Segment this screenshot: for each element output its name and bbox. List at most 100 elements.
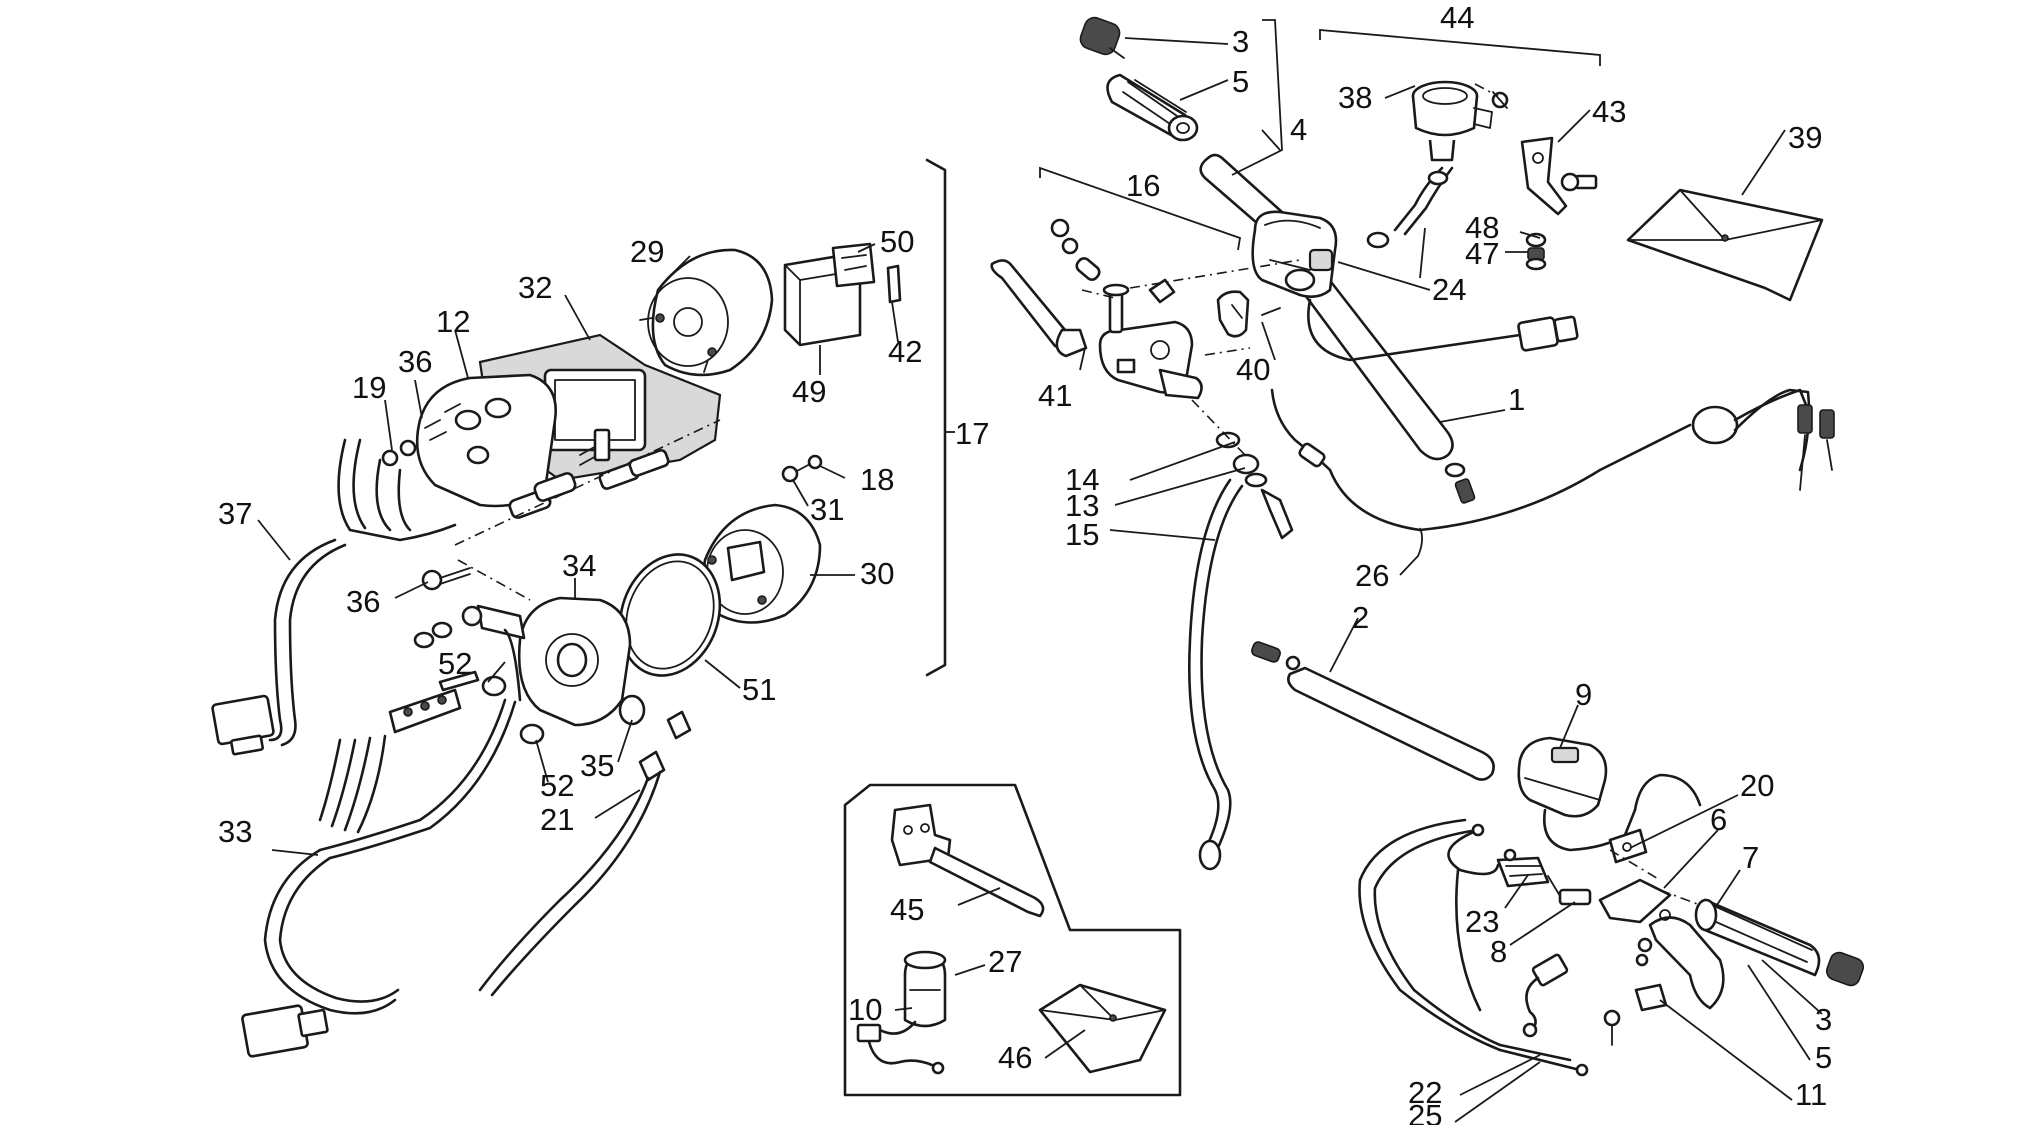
clutch-switch-connector (1522, 953, 1569, 1038)
callout-8: 8 (1490, 934, 1507, 969)
wiring-harness-33 (241, 628, 522, 1058)
right-switch-housing (1251, 210, 1338, 298)
callout-45: 45 (890, 892, 924, 927)
right-handlebar-assembly (990, 16, 1835, 871)
callout-15: 15 (1065, 517, 1099, 552)
callout-36-top: 36 (398, 344, 432, 379)
clutch-lever (1598, 878, 1725, 1010)
left-handlebar-tube (1251, 641, 1495, 781)
callout-6: 6 (1710, 802, 1727, 837)
callout-2: 2 (1352, 600, 1369, 635)
callout-43: 43 (1592, 94, 1626, 129)
callout-3-top: 3 (1232, 24, 1249, 59)
cable-adjuster (1603, 983, 1668, 1046)
speedometer-housing (461, 596, 646, 727)
ignition-bracket (890, 803, 1045, 918)
callout-5-bottom: 5 (1815, 1040, 1832, 1075)
front-brake-lever (990, 259, 1088, 358)
callout-52-top: 52 (438, 646, 472, 681)
callout-50: 50 (880, 224, 914, 259)
callout-47: 47 (1465, 236, 1499, 271)
callout-35: 35 (580, 748, 614, 783)
front-brake-hose (1187, 478, 1232, 852)
callout-23: 23 (1465, 904, 1499, 939)
callout-22: 22 (1408, 1075, 1442, 1110)
throttle-cable-26 (1270, 388, 1835, 532)
clutch-perch-bracket (1608, 828, 1648, 864)
callout-26: 26 (1355, 558, 1389, 593)
callout-49: 49 (792, 374, 826, 409)
callout-37: 37 (218, 496, 252, 531)
clutch-switch (1496, 856, 1592, 906)
bracket-4 (1231, 19, 1283, 176)
bracket-16 (1039, 166, 1242, 251)
bracket-44 (1319, 29, 1601, 66)
callout-48: 48 (1465, 210, 1499, 245)
hose-clip (1366, 170, 1449, 249)
small-fittings-16 (1050, 218, 1176, 334)
clutch-cables (1358, 818, 1589, 1077)
left-handlebar-assembly (1251, 641, 1865, 1077)
callout-38: 38 (1338, 80, 1372, 115)
callout-25: 25 (1408, 1098, 1442, 1125)
callout-40: 40 (1236, 352, 1270, 387)
callout-11: 11 (1795, 1077, 1827, 1112)
callout-19: 19 (352, 370, 386, 405)
callout-21: 21 (540, 802, 574, 837)
callout-13: 13 (1065, 488, 1099, 523)
brake-fluid-reservoir (1411, 80, 1493, 162)
callout-51: 51 (742, 672, 776, 707)
switch-wiring (1307, 298, 1579, 362)
leader-lines (257, 37, 1823, 1123)
callout-12: 12 (436, 304, 470, 339)
callout-39: 39 (1788, 120, 1822, 155)
left-switch-housing (1517, 736, 1608, 818)
callout-labels: 3 5 4 44 38 43 39 16 24 48 47 41 40 1 14… (218, 0, 1832, 1125)
callout-4: 4 (1290, 112, 1307, 147)
nut-and-washer (1525, 232, 1547, 271)
mount-screws (781, 454, 823, 483)
wiring-harness-37 (211, 438, 457, 756)
rubber-grommets (413, 621, 545, 745)
callout-18: 18 (860, 462, 894, 497)
master-cylinder-body (1098, 320, 1203, 400)
callout-34: 34 (562, 548, 596, 583)
callout-17: 17 (955, 416, 989, 451)
callout-3-bottom: 3 (1815, 1002, 1832, 1037)
callout-30: 30 (860, 556, 894, 591)
callout-16: 16 (1126, 168, 1160, 203)
handlebar-clamp (1216, 290, 1281, 338)
warning-lamp-panel (783, 242, 902, 347)
callout-1: 1 (1508, 382, 1525, 417)
bar-end-weight-top (1079, 16, 1125, 59)
tachometer (639, 248, 774, 377)
speedometer-cable (478, 710, 692, 997)
switch-wire-loop (1542, 773, 1702, 852)
speedometer (702, 503, 822, 624)
bezel-ring (618, 553, 722, 677)
callout-52-bottom: 52 (540, 768, 574, 803)
callout-42: 42 (888, 334, 922, 369)
callout-7: 7 (1742, 840, 1759, 875)
callout-32: 32 (518, 270, 552, 305)
callout-10: 10 (848, 992, 882, 1027)
callout-44: 44 (1440, 0, 1474, 35)
callout-46: 46 (998, 1040, 1032, 1075)
banjo-bolt-set (1215, 431, 1294, 540)
bolt-36 (421, 567, 471, 591)
ignition-kit-inset (843, 783, 1182, 1097)
callout-41: 41 (1038, 378, 1072, 413)
housing-screws (381, 403, 461, 467)
callout-24: 24 (1432, 272, 1466, 307)
bulb-holders (508, 428, 670, 519)
throttle-grip (1106, 73, 1199, 142)
callout-14: 14 (1065, 462, 1099, 497)
group-bracket-17 (925, 158, 947, 677)
alignment-lines (454, 83, 1701, 906)
callout-36-bottom: 36 (346, 584, 380, 619)
key-pouch (1038, 983, 1167, 1074)
ignition-switch (856, 950, 947, 1075)
instrument-cluster (211, 83, 1701, 1058)
callout-31: 31 (810, 492, 844, 527)
callout-5-top: 5 (1232, 64, 1249, 99)
